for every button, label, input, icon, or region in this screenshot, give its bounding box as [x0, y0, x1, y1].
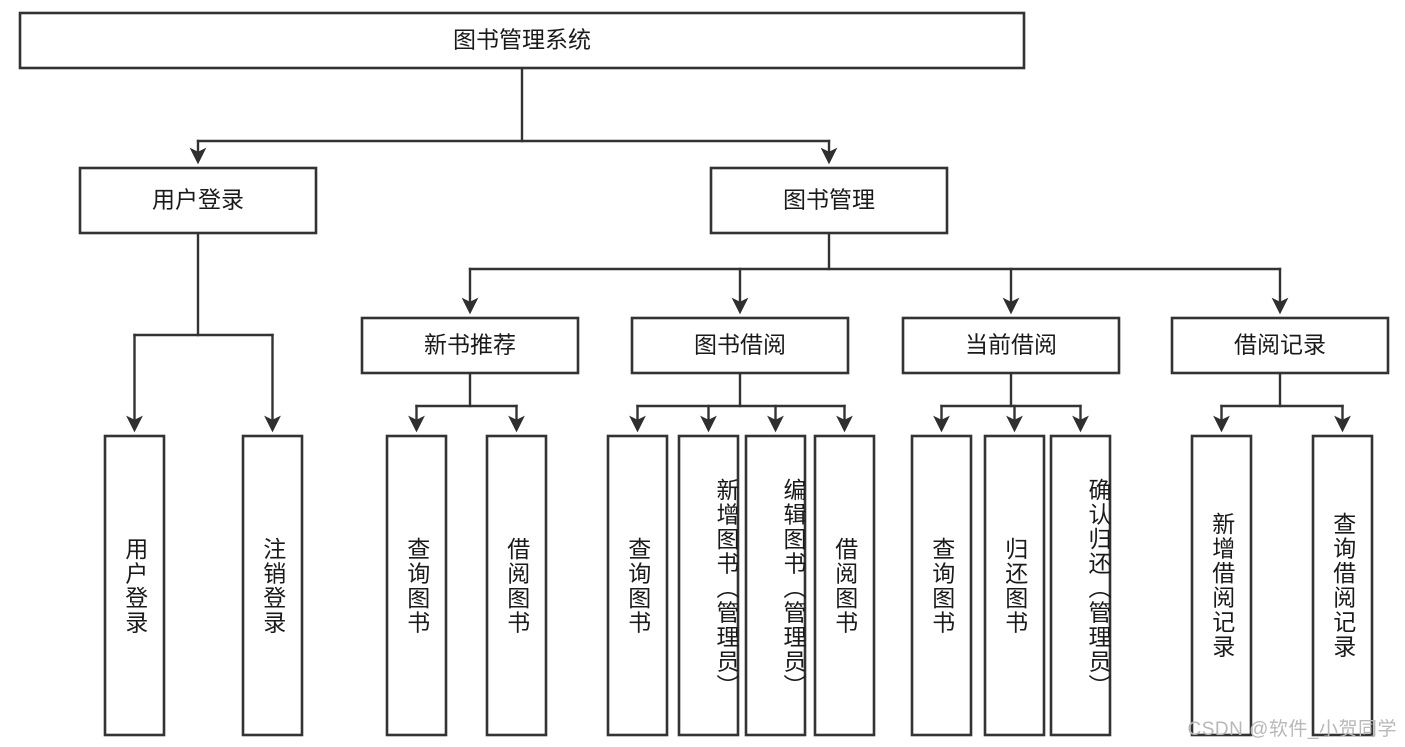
- node-level2-用户登录[interactable]: 用户登录: [78, 166, 318, 235]
- node-label: 当前借阅: [965, 332, 1057, 358]
- watermark-text: CSDN @软件_小贺同学: [1187, 719, 1397, 740]
- node-box[interactable]: [360, 316, 580, 375]
- node-label: 借阅记录: [1234, 332, 1326, 358]
- node-leaf-查询图书[interactable]: [606, 434, 669, 737]
- node-level3-图书借阅[interactable]: 图书借阅: [630, 316, 850, 375]
- node-leaf-用户登录[interactable]: [103, 434, 166, 737]
- node-box[interactable]: [1049, 434, 1112, 737]
- node-label: 图书管理系统: [453, 27, 591, 53]
- node-box[interactable]: [983, 434, 1046, 737]
- node-box[interactable]: [813, 434, 876, 737]
- node-box[interactable]: [1311, 434, 1374, 737]
- node-leaf-注销登录[interactable]: [241, 434, 304, 737]
- node-level3-新书推荐[interactable]: 新书推荐: [360, 316, 580, 375]
- node-leaf-借阅图书[interactable]: [813, 434, 876, 737]
- node-leaf-查询图书[interactable]: [910, 434, 973, 737]
- node-box[interactable]: [18, 11, 1026, 70]
- node-root-图书管理系统[interactable]: 图书管理系统: [18, 11, 1026, 70]
- node-level3-当前借阅[interactable]: 当前借阅: [901, 316, 1121, 375]
- node-box[interactable]: [485, 434, 548, 737]
- node-leaf-新增图书管理员[interactable]: [677, 434, 740, 737]
- node-box[interactable]: [103, 434, 166, 737]
- node-box[interactable]: [606, 434, 669, 737]
- node-leaf-确认归还管理员[interactable]: [1049, 434, 1112, 737]
- node-box[interactable]: [630, 316, 850, 375]
- node-label: 新书推荐: [424, 332, 516, 358]
- node-label: 图书借阅: [694, 332, 786, 358]
- node-leaf-查询图书[interactable]: [385, 434, 448, 737]
- node-leaf-借阅图书[interactable]: [485, 434, 548, 737]
- node-box[interactable]: [910, 434, 973, 737]
- node-box[interactable]: [1170, 316, 1390, 375]
- node-box[interactable]: [385, 434, 448, 737]
- node-leaf-归还图书[interactable]: [983, 434, 1046, 737]
- node-level3-借阅记录[interactable]: 借阅记录: [1170, 316, 1390, 375]
- node-box[interactable]: [241, 434, 304, 737]
- node-label: 图书管理: [783, 187, 875, 213]
- node-box[interactable]: [1190, 434, 1253, 737]
- node-leaf-新增借阅记录[interactable]: [1190, 434, 1253, 737]
- node-box[interactable]: [78, 166, 318, 235]
- node-leaf-编辑图书管理员[interactable]: [744, 434, 807, 737]
- node-box[interactable]: [744, 434, 807, 737]
- node-label: 用户登录: [152, 187, 244, 213]
- connector-layer: [126, 66, 1351, 433]
- node-box[interactable]: [709, 166, 949, 235]
- node-box[interactable]: [901, 316, 1121, 375]
- node-level2-图书管理[interactable]: 图书管理: [709, 166, 949, 235]
- node-box[interactable]: [677, 434, 740, 737]
- node-leaf-查询借阅记录[interactable]: [1311, 434, 1374, 737]
